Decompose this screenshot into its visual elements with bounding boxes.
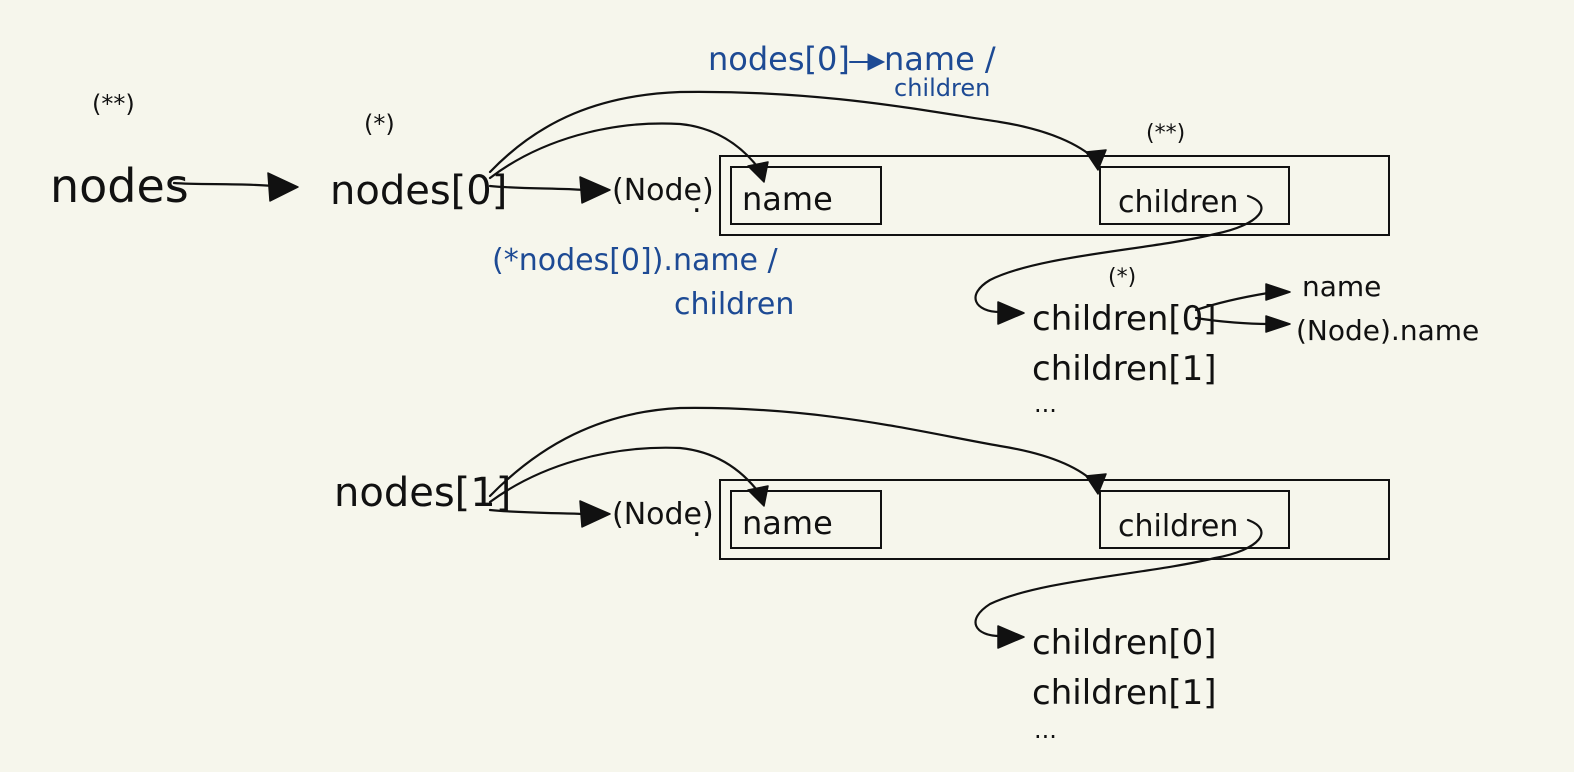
children-field-box xyxy=(1099,166,1290,225)
nodes-label: nodes xyxy=(50,159,189,213)
node-struct-box xyxy=(719,155,1390,236)
children-field-label-2: children xyxy=(1118,509,1238,544)
children0-marker: (*) xyxy=(1108,265,1136,290)
children-field-label: children xyxy=(1118,185,1238,220)
arrow-children0-to-cast-name xyxy=(1194,315,1291,333)
note-arrow-left: nodes[0] xyxy=(708,40,850,78)
children0-label-2: children[0] xyxy=(1032,623,1217,663)
children-field-box-2 xyxy=(1099,490,1290,549)
children1-label: children[1] xyxy=(1032,349,1217,389)
node-cast-2: (Node) xyxy=(612,497,714,532)
child-name-label: name xyxy=(1302,270,1381,303)
nodes0-label: nodes[0] xyxy=(330,168,507,214)
nodes-marker: (**) xyxy=(92,90,135,118)
child-cast-name-label: (Node).name xyxy=(1296,314,1479,347)
arrow-children-to-children0-2 xyxy=(974,518,1263,649)
node-struct-box-2 xyxy=(719,479,1390,560)
nodes0-marker: (*) xyxy=(364,110,395,138)
node-cast: (Node) xyxy=(612,173,714,208)
children0-label: children[0] xyxy=(1032,299,1217,339)
note-arrow xyxy=(849,53,886,71)
name-field-label-2: name xyxy=(742,504,833,542)
ellipsis: ... xyxy=(1034,390,1057,418)
note-arrow-right: name / xyxy=(884,40,996,78)
arrow-nodes1-to-node xyxy=(488,500,611,528)
arrow-children-to-children0 xyxy=(974,194,1263,325)
name-field-box xyxy=(730,166,882,225)
children-marker: (**) xyxy=(1146,121,1185,146)
arrow-children0-to-name xyxy=(1194,283,1291,312)
ellipsis-2: ... xyxy=(1034,716,1057,744)
nodes1-label: nodes[1] xyxy=(334,470,511,516)
member-dot: . xyxy=(692,185,702,220)
arrow-nodes-to-nodes0 xyxy=(172,172,299,202)
children1-label-2: children[1] xyxy=(1032,673,1217,713)
note-arrow-right2: children xyxy=(894,74,990,102)
member-dot-2: . xyxy=(692,509,702,544)
note-deref2: children xyxy=(674,287,794,322)
arrow-nodes1-to-children xyxy=(488,406,1107,498)
note-deref: (*nodes[0]).name / xyxy=(492,243,779,278)
arrow-nodes0-to-children xyxy=(488,90,1107,174)
name-field-box-2 xyxy=(730,490,882,549)
name-field-label: name xyxy=(742,180,833,218)
arrow-nodes0-to-node xyxy=(488,176,611,204)
